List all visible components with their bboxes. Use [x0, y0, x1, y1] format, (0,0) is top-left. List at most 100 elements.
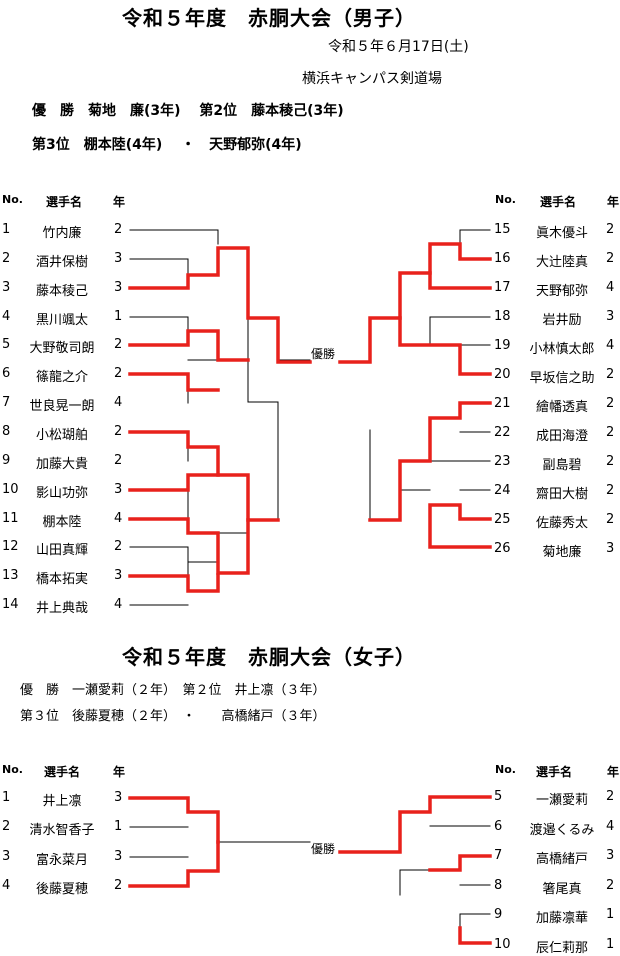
men-right-header-name: 選手名: [540, 195, 577, 209]
entry-no: 7: [494, 848, 503, 863]
women-left-header-no: No.: [2, 763, 23, 776]
women-right-header-name: 選手名: [536, 765, 573, 779]
entry-name: 井上凛: [42, 794, 82, 809]
entry-name: 一瀬愛莉: [535, 793, 588, 808]
entry-name: 山田真輝: [35, 543, 88, 559]
entry-name: 箸尾真: [542, 881, 582, 897]
entry-year: 4: [606, 818, 615, 834]
men-left-header-name: 選手名: [46, 195, 83, 209]
winner-line: [128, 430, 280, 522]
entry-year: 4: [606, 280, 615, 295]
men-venue: 横浜キャンパス剣道場: [302, 71, 442, 87]
winner-line: [128, 329, 250, 362]
women-results-line2: 第３位 後藤夏穂（２年） ・ 高橋緒戸（３年）: [20, 709, 326, 724]
entry-name: 橋本拓実: [35, 572, 88, 588]
entry-year: 1: [114, 819, 123, 835]
entry-no: 8: [2, 423, 11, 439]
entry-no: 6: [494, 818, 503, 834]
entry-year: 2: [606, 251, 615, 266]
winner-line: [128, 573, 220, 593]
men-title: 令和５年度 赤胴大会（男子）: [122, 6, 416, 30]
entry-year: 2: [606, 367, 615, 382]
entry-name: 篠龍之介: [35, 370, 88, 386]
entry-no: 2: [2, 819, 11, 835]
entry-name: 岩井励: [542, 313, 582, 328]
women-left-header-year: 年: [113, 765, 126, 779]
men-results-line2: 第3位 棚本陸(4年) ・ 天野郁弥(4年): [32, 137, 302, 153]
entry-name: 眞木優斗: [535, 226, 588, 241]
winner-line: [458, 926, 492, 945]
entry-no: 22: [494, 425, 511, 440]
entry-year: 2: [114, 222, 123, 237]
entry-name: 影山功弥: [35, 485, 88, 501]
entry-year: 3: [114, 250, 123, 266]
entry-no: 15: [494, 222, 511, 237]
entry-year: 3: [606, 848, 615, 863]
winner-line: [128, 372, 220, 392]
entry-no: 2: [2, 250, 11, 266]
entry-no: 11: [2, 510, 19, 526]
entry-name: 菊地廉: [542, 545, 582, 560]
women-right-header-no: No.: [495, 763, 516, 776]
entry-year: 3: [114, 279, 123, 295]
entry-year: 2: [606, 425, 615, 440]
entry-no: 26: [494, 541, 511, 556]
bracket-line: [459, 913, 491, 929]
entry-no: 9: [494, 907, 503, 922]
entry-no: 8: [494, 877, 503, 893]
entry-name: 井上典哉: [35, 601, 88, 617]
bracket-line: [129, 431, 189, 462]
entry-no: 1: [2, 790, 11, 805]
winner-line: [398, 316, 492, 376]
entry-name: 副島碧: [542, 458, 582, 473]
entry-no: 4: [2, 308, 11, 324]
entry-year: 1: [606, 936, 615, 952]
bracket-line: [129, 373, 189, 404]
men-right-header-no: No.: [495, 193, 516, 206]
women-final-label: 優勝: [311, 842, 336, 856]
bracket-line: [459, 229, 491, 260]
entry-year: 2: [606, 789, 615, 804]
entry-year: 2: [606, 877, 615, 893]
bracket-line: [187, 330, 219, 361]
bracket-line: [247, 301, 279, 521]
entry-name: 富永菜月: [35, 852, 88, 868]
entry-year: 1: [114, 308, 123, 324]
entry-no: 16: [494, 251, 511, 266]
entry-name: 天野郁弥: [535, 284, 588, 299]
entry-year: 4: [606, 338, 615, 353]
entry-year: 2: [606, 483, 615, 498]
men-date: 令和５年６月17日(土): [328, 39, 469, 55]
entry-year: 2: [606, 512, 615, 527]
entry-no: 25: [494, 512, 511, 527]
women-title: 令和５年度 赤胴大会（女子）: [122, 645, 416, 669]
men-right-header-year: 年: [607, 195, 620, 209]
men-results-line1: 優 勝 菊地 廉(3年) 第2位 藤本稜己(3年): [32, 103, 344, 119]
winner-line: [128, 517, 250, 575]
entry-year: 4: [114, 395, 123, 411]
entry-name: 世良晃一朗: [29, 399, 95, 415]
entry-no: 17: [494, 280, 511, 295]
entry-no: 23: [494, 454, 511, 469]
entry-year: 1: [606, 907, 615, 922]
entry-year: 2: [606, 454, 615, 469]
winner-line: [128, 840, 220, 888]
entry-year: 3: [114, 848, 123, 864]
bracket-line: [129, 489, 189, 520]
entry-year: 2: [606, 222, 615, 237]
entry-name: 黒川颯太: [35, 312, 88, 328]
winner-line: [128, 796, 220, 844]
winner-line: [128, 473, 220, 492]
entry-year: 2: [114, 539, 123, 555]
entry-name: 加藤大貴: [35, 456, 88, 472]
men-left-header-year: 年: [113, 195, 126, 209]
entry-no: 3: [2, 848, 11, 864]
entry-name: 齋田大樹: [535, 487, 588, 502]
entry-no: 6: [2, 366, 11, 382]
entry-no: 10: [2, 481, 19, 497]
entry-name: 繪幡透真: [535, 400, 588, 415]
winner-line: [128, 246, 312, 364]
men-final-label: 優勝: [311, 347, 336, 361]
winner-line: [428, 503, 492, 549]
entry-name: 竹内廉: [42, 226, 82, 241]
